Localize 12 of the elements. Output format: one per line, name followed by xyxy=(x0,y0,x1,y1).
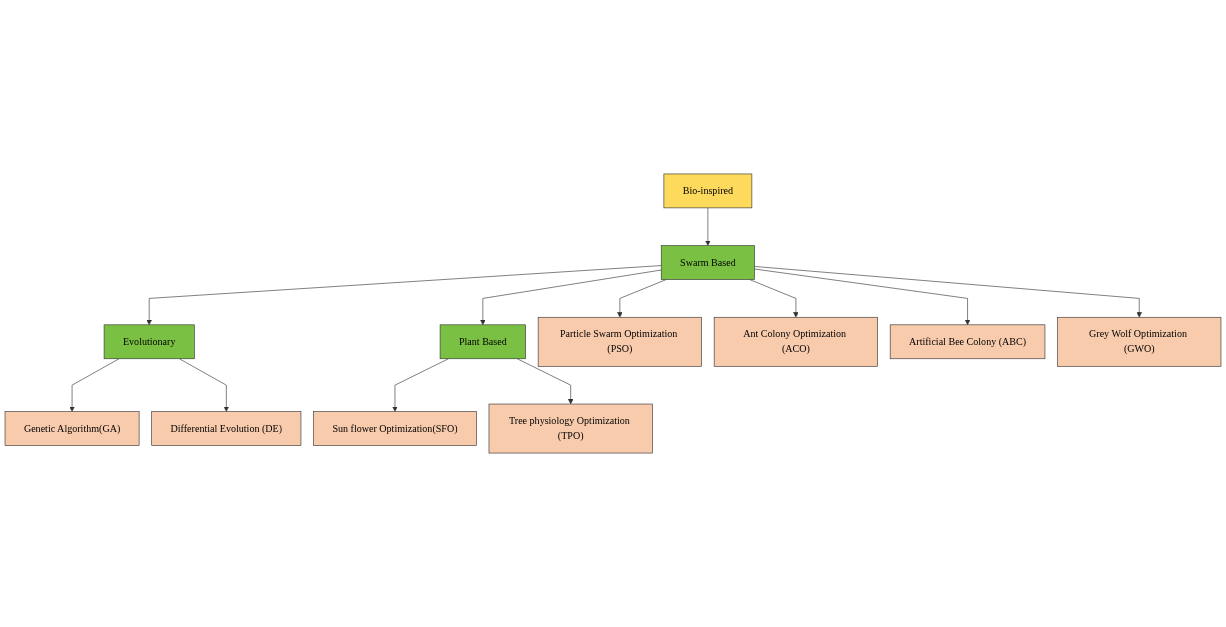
node-box: Genetic Algorithm(GA) xyxy=(4,411,140,446)
node-box: Plant Based xyxy=(439,324,526,360)
node-box: Particle Swarm Optimization (PSO) xyxy=(537,316,702,367)
node-box: Swarm Based xyxy=(660,245,755,280)
node-box: Artificial Bee Colony (ABC) xyxy=(889,324,1046,360)
node-box: Sun flower Optimization(SFO) xyxy=(313,411,477,446)
node-box: Evolutionary xyxy=(103,324,195,360)
node-box: Ant Colony Optimization (ACO) xyxy=(713,316,878,367)
node-box: Tree physiology Optimization (TPO) xyxy=(488,403,653,454)
node-box: Grey Wolf Optimization (GWO) xyxy=(1057,316,1222,367)
node-box: Bio-inspired xyxy=(663,173,753,209)
node-box: Differential Evolution (DE) xyxy=(151,411,302,446)
